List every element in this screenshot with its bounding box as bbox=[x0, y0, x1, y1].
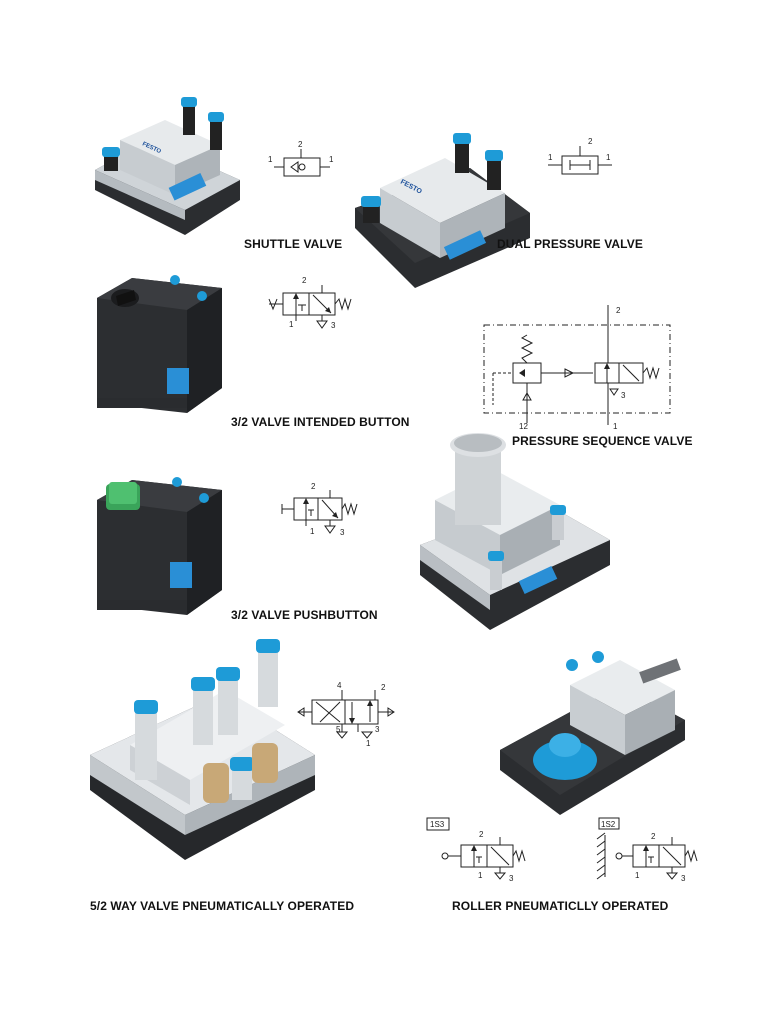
pushbutton-valve-photo bbox=[97, 477, 222, 615]
svg-text:2: 2 bbox=[651, 832, 656, 841]
svg-text:3: 3 bbox=[375, 725, 380, 734]
svg-text:3: 3 bbox=[331, 321, 336, 330]
dual-pressure-valve-caption: DUAL PRESSURE VALVE bbox=[497, 237, 643, 251]
svg-text:1S2: 1S2 bbox=[601, 820, 616, 829]
svg-text:12: 12 bbox=[519, 422, 528, 431]
pressure-sequence-caption: PRESSURE SEQUENCE VALVE bbox=[512, 434, 693, 448]
svg-text:3: 3 bbox=[681, 874, 686, 883]
svg-text:2: 2 bbox=[381, 683, 386, 692]
svg-text:2: 2 bbox=[311, 482, 316, 491]
svg-text:1: 1 bbox=[635, 871, 640, 880]
svg-text:2: 2 bbox=[298, 140, 303, 149]
svg-text:2: 2 bbox=[588, 137, 593, 146]
pressure-sequence-symbol: 2 3 12 1 bbox=[483, 305, 671, 431]
way52-valve-photo bbox=[90, 639, 315, 860]
svg-text:1: 1 bbox=[268, 155, 273, 164]
pressure-sequence-valve-photo bbox=[420, 433, 610, 630]
svg-text:1: 1 bbox=[613, 422, 618, 431]
svg-text:3: 3 bbox=[509, 874, 514, 883]
svg-text:1: 1 bbox=[289, 320, 294, 329]
roller-1s2-symbol: 1S2 2 1 3 bbox=[596, 817, 698, 883]
pushbutton-symbol: 2 1 3 bbox=[281, 482, 358, 537]
roller-valve-photo bbox=[500, 651, 685, 815]
intended-button-valve-photo bbox=[97, 275, 222, 413]
svg-text:2: 2 bbox=[479, 830, 484, 839]
svg-text:1: 1 bbox=[606, 153, 611, 162]
svg-text:3: 3 bbox=[621, 391, 626, 400]
roller-1s3-symbol: 1S3 2 1 3 bbox=[426, 817, 526, 883]
roller-caption: ROLLER PNEUMATICLLY OPERATED bbox=[452, 899, 669, 913]
svg-text:1S3: 1S3 bbox=[430, 820, 445, 829]
shuttle-valve-photo: FESTO bbox=[95, 97, 240, 235]
svg-text:1: 1 bbox=[310, 527, 315, 536]
dual-pressure-valve-symbol: 2 1 1 bbox=[548, 137, 612, 175]
way52-caption: 5/2 WAY VALVE PNEUMATICALLY OPERATED bbox=[90, 899, 355, 913]
dual-pressure-valve-photo: FESTO bbox=[355, 133, 530, 288]
shuttle-valve-symbol: 2 1 1 bbox=[268, 140, 334, 177]
svg-text:5: 5 bbox=[336, 725, 341, 734]
svg-text:1: 1 bbox=[478, 871, 483, 880]
intended-button-caption: 3/2 VALVE INTENDED BUTTON bbox=[231, 415, 410, 429]
way52-symbol: 4 2 5 3 1 bbox=[297, 681, 395, 748]
svg-text:1: 1 bbox=[366, 739, 371, 748]
pushbutton-caption: 3/2 VALVE PUSHBUTTON bbox=[231, 608, 378, 622]
svg-text:1: 1 bbox=[329, 155, 334, 164]
svg-text:2: 2 bbox=[616, 306, 621, 315]
intended-button-symbol: 2 1 3 bbox=[268, 276, 352, 330]
svg-text:2: 2 bbox=[302, 276, 307, 285]
svg-text:4: 4 bbox=[337, 681, 342, 690]
shuttle-valve-caption: SHUTTLE VALVE bbox=[244, 237, 343, 251]
svg-text:1: 1 bbox=[548, 153, 553, 162]
svg-text:3: 3 bbox=[340, 528, 345, 537]
